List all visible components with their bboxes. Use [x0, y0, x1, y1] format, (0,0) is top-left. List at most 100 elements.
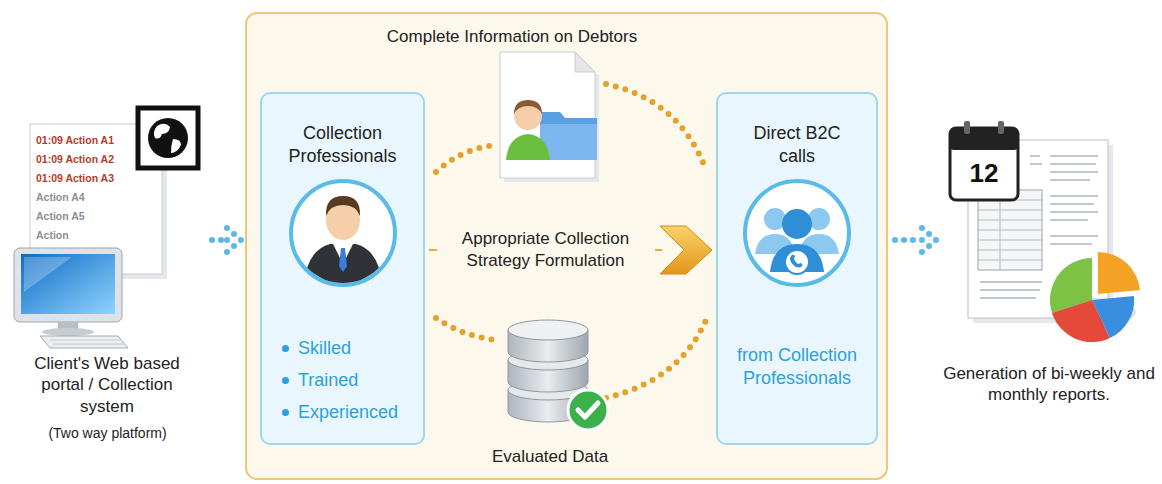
monitor [24, 257, 72, 292]
calendar-icon [950, 121, 1018, 200]
globe-icon [148, 118, 188, 158]
strategy-arrow [429, 226, 712, 274]
node-text: Direct B2C calls [742, 122, 852, 167]
check-badge [578, 403, 598, 417]
callers-icon [745, 181, 849, 285]
monitor [14, 248, 122, 336]
keyboard [40, 336, 128, 348]
businessman [326, 196, 360, 216]
connector-dot [209, 237, 215, 243]
arrow-dot [231, 243, 237, 249]
action-entry: Action A4 [36, 191, 136, 204]
globe-icon [171, 139, 181, 153]
node-text: Skilled [298, 337, 418, 360]
businessman [339, 248, 347, 272]
chevron-head [660, 226, 712, 274]
pie-chart [1098, 252, 1140, 294]
dotted-link [436, 84, 706, 398]
process-box: Collection ProfessionalsSkilledTrainedEx… [260, 92, 425, 445]
arrow-label: Appropriate Collection Strategy Formulat… [437, 227, 655, 273]
connector-dot [218, 237, 224, 243]
connector-dot [901, 237, 907, 243]
dotted-arrow [209, 225, 244, 255]
check-badge [568, 390, 608, 430]
arrow-dot [933, 237, 939, 243]
connector-line [429, 249, 662, 251]
businessman [326, 200, 360, 240]
debtor-file-icon [575, 52, 595, 72]
people [799, 234, 839, 254]
action-entry: 01:09 Action A3 [36, 172, 136, 185]
arrow-dot [231, 231, 237, 237]
calendar-icon [950, 128, 1018, 200]
arrow-dot [238, 237, 244, 243]
database-icon [508, 320, 588, 340]
action-entry: 01:09 Action A2 [36, 153, 136, 166]
action-entry: 01:09 Action A1 [36, 134, 136, 147]
debtor-file-icon [514, 102, 542, 130]
monitor [21, 254, 115, 314]
dotted-arrow [892, 225, 939, 255]
database-icon [508, 320, 588, 422]
dotted-link [436, 146, 490, 172]
keyboard [40, 336, 128, 348]
businessman [333, 244, 353, 264]
businessman [303, 244, 383, 290]
monitor [42, 328, 94, 336]
action-sheet [35, 129, 167, 279]
people [785, 250, 809, 274]
keyboard [50, 340, 124, 344]
debtor-file-icon [500, 52, 599, 182]
node-text: Client's Web based portal / Collection s… [27, 353, 187, 417]
people [790, 255, 803, 268]
action-entry: Action [36, 229, 136, 242]
database-icon [508, 390, 588, 422]
node-text: Collection Professionals [267, 122, 418, 167]
arrow-dot [919, 237, 925, 243]
people [782, 209, 812, 239]
debtor-file-icon [500, 52, 595, 178]
pie-chart [1050, 258, 1092, 313]
arrow-dot [224, 225, 230, 231]
database-icon [508, 330, 588, 362]
calendar-icon [950, 128, 1018, 150]
check-badge [568, 390, 608, 430]
dotted-link [436, 318, 496, 340]
globe-icon [138, 108, 198, 168]
arrow-dot [919, 249, 925, 255]
bullet-dot [282, 409, 289, 416]
bullet-dot [282, 377, 289, 384]
action-entry: Action A5 [36, 210, 136, 223]
calendar-icon [998, 121, 1004, 134]
pie-chart [1052, 298, 1136, 326]
calendar-icon [964, 121, 970, 134]
pie-chart [1092, 296, 1134, 338]
people [764, 208, 786, 230]
dotted-link [606, 320, 706, 398]
dotted-link [606, 84, 706, 170]
monitor [58, 322, 78, 330]
report-sheet [978, 190, 1042, 270]
node-text: from Collection Professionals [734, 344, 860, 389]
arrow-dot [919, 225, 925, 231]
bullet-dot [282, 345, 289, 352]
database-icon [508, 350, 588, 370]
data-caption: Evaluated Data [470, 446, 630, 467]
database-icon [508, 380, 588, 400]
client-portal: Client's Web based portal / Collection s… [10, 115, 205, 475]
globe-icon [138, 108, 198, 168]
people [755, 234, 795, 254]
report-sheet [978, 190, 1042, 270]
debtor-file-icon [506, 134, 550, 160]
connector-dot [910, 237, 916, 243]
arrow-dot [926, 243, 932, 249]
calendar-date: 12 [950, 157, 1018, 190]
node-text: (Two way platform) [10, 425, 205, 443]
connector-dot [892, 237, 898, 243]
debtor-file-icon [504, 56, 599, 182]
people [755, 208, 839, 274]
debtor-file-icon [514, 100, 542, 114]
people [808, 208, 830, 230]
node-text: Trained [298, 369, 418, 392]
